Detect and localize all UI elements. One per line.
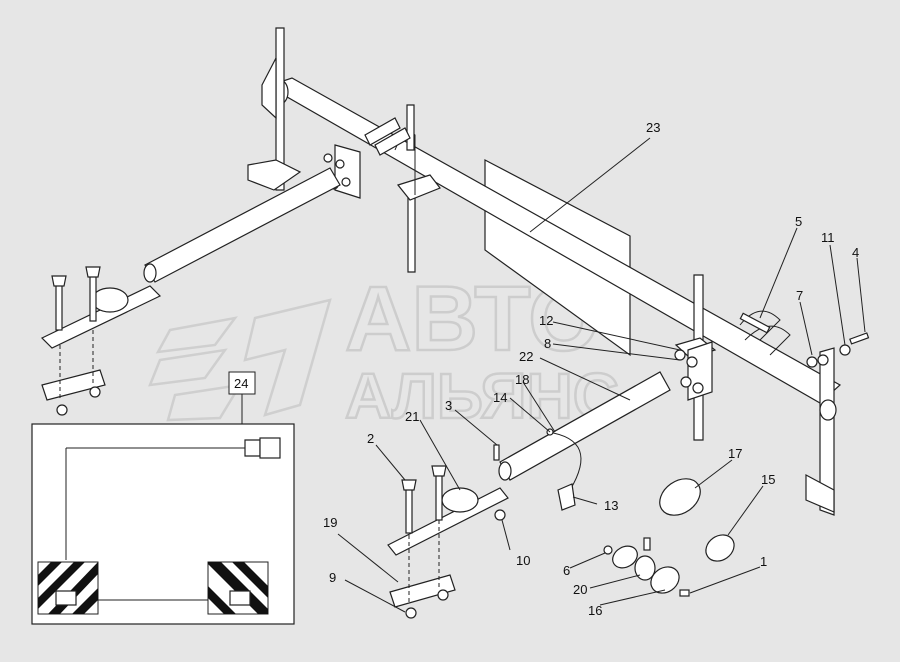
callout-10: 10: [516, 553, 530, 568]
callout-1: 1: [760, 554, 767, 569]
callout-18: 18: [515, 372, 529, 387]
inset-wire: [65, 447, 250, 560]
callout-8: 8: [544, 336, 551, 351]
callout-15: 15: [761, 472, 775, 487]
callout-22: 22: [519, 349, 533, 364]
right-clamp-assembly: [387, 444, 509, 619]
lamp-parts: [603, 478, 735, 597]
callout-4: 4: [852, 245, 859, 260]
callout-24: 24: [234, 376, 248, 391]
left-vertical-bracket: [247, 27, 302, 191]
right-hardware: [806, 332, 870, 368]
callout-11: 11: [821, 230, 835, 245]
callout-6: 6: [563, 563, 570, 578]
leader-lines: [337, 137, 866, 613]
callout-3: 3: [445, 398, 452, 413]
callout-20: 20: [573, 582, 587, 597]
callout-2: 2: [367, 431, 374, 446]
callout-21: 21: [405, 409, 419, 424]
callout-13: 13: [604, 498, 618, 513]
callout-16: 16: [588, 603, 602, 618]
callout-5: 5: [795, 214, 802, 229]
inset-connector-icon: [244, 439, 261, 457]
inset-wiring-detail: [31, 371, 295, 625]
callout-7: 7: [796, 288, 803, 303]
watermark-logo: [148, 298, 332, 422]
callout-12: 12: [539, 313, 553, 328]
callout-17: 17: [728, 446, 742, 461]
callout-labels: 1 2 3 4 5 6 7 8 9 10 11 12 13 14 15 16 1…: [234, 120, 859, 618]
right-warning-plate-icon: [207, 561, 269, 615]
left-warning-plate-icon: [37, 561, 99, 615]
callout-23: 23: [646, 120, 660, 135]
right-mount-flange: [674, 341, 713, 401]
callout-14: 14: [493, 390, 507, 405]
callout-9: 9: [329, 570, 336, 585]
right-u-bolts: [739, 310, 791, 356]
callout-19: 19: [323, 515, 337, 530]
left-extension-tube: [143, 167, 341, 283]
left-clamp-assembly: [40, 266, 162, 416]
